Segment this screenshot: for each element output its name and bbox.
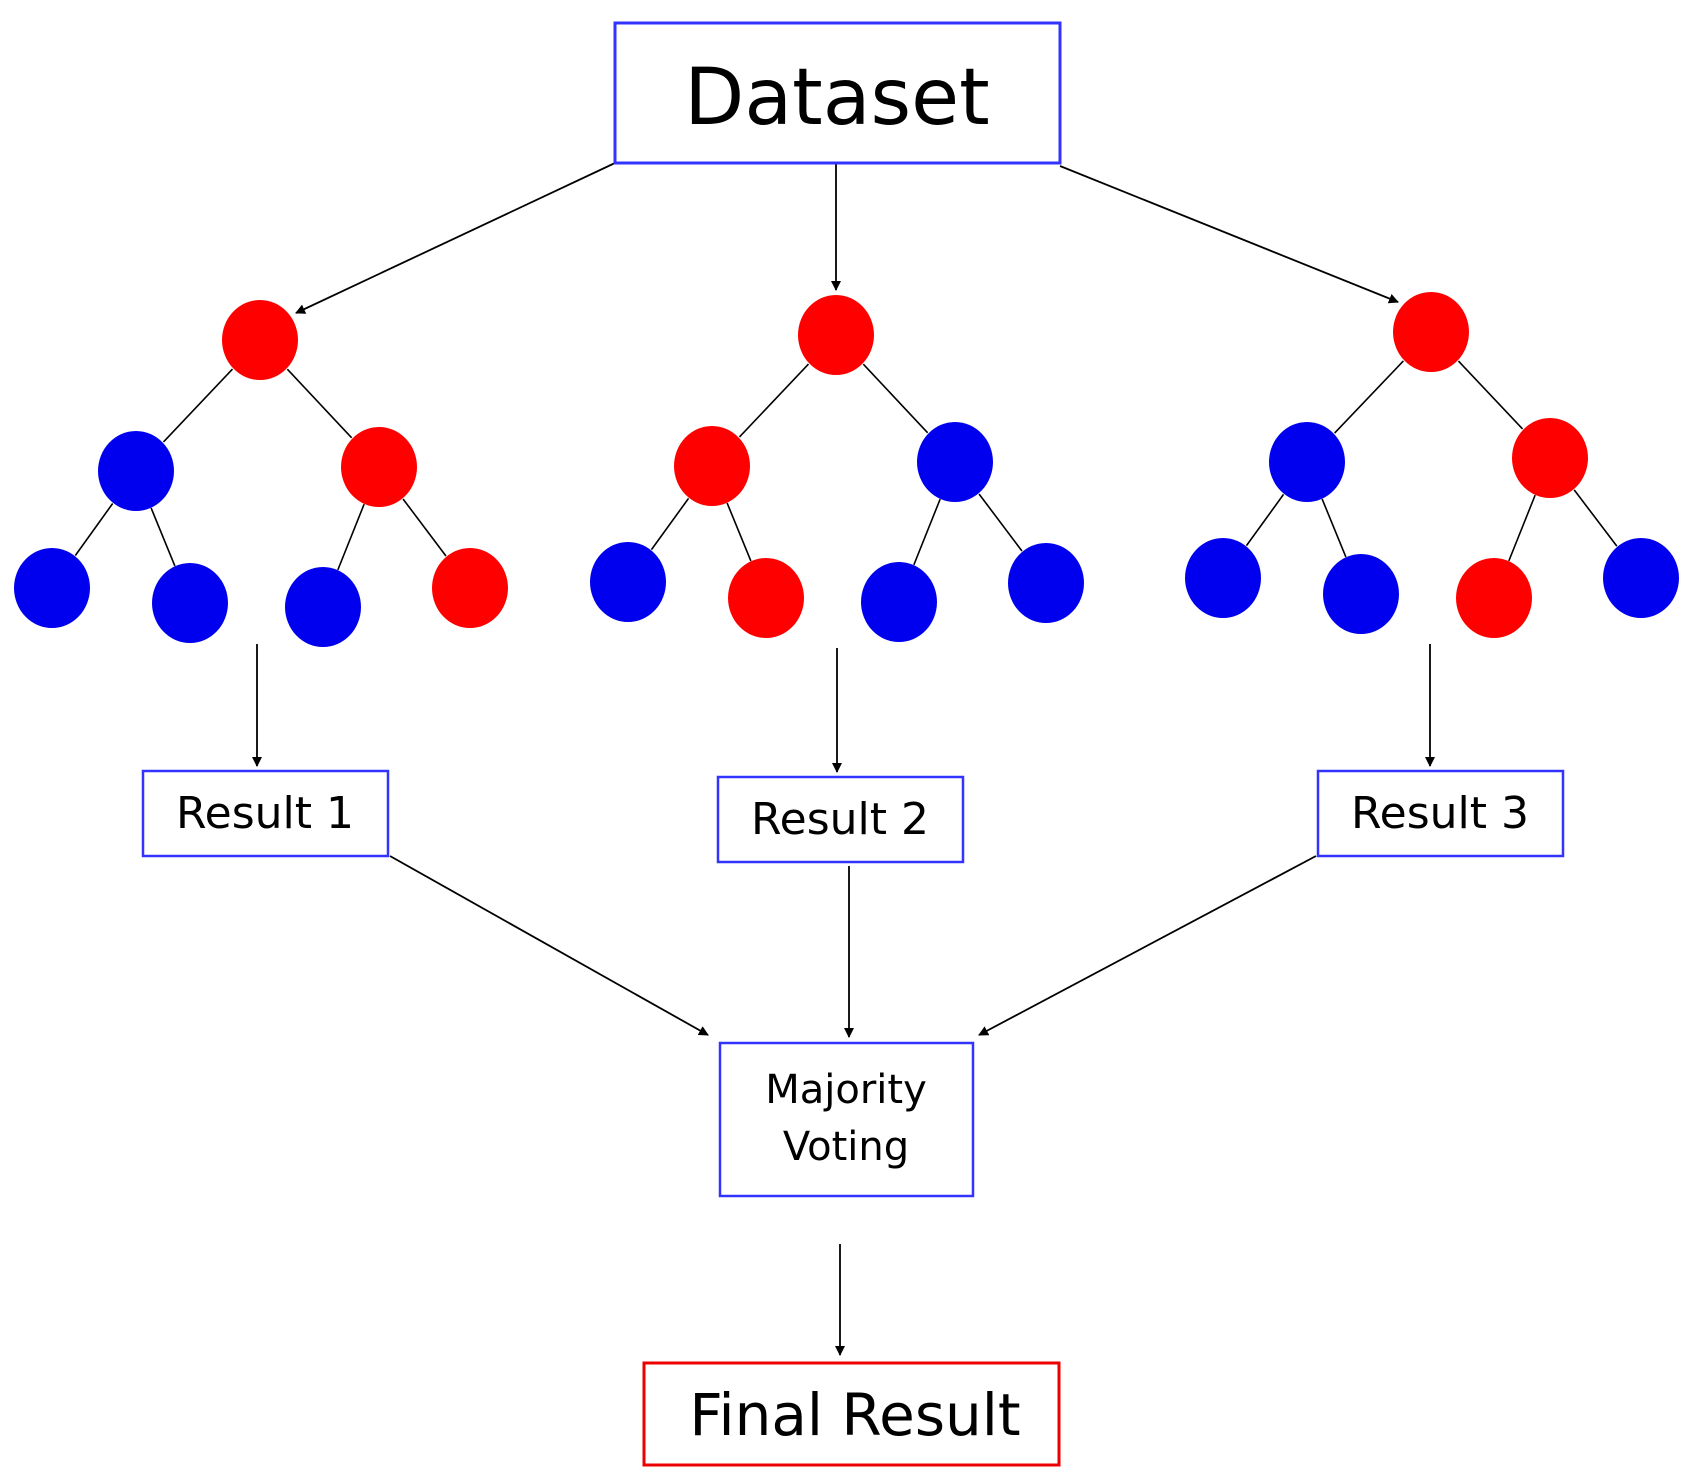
result-2-box: Result 2 [716,775,965,864]
tree-1-leaf-node [152,563,228,643]
tree-1-root-node [222,300,298,380]
tree-2-leaf-node [728,558,804,638]
arrow-dataset-to-tree-1 [295,162,616,314]
majority-voting-box-border [718,1041,975,1198]
tree-3-edge [1573,489,1618,547]
tree-edges [74,360,1618,571]
tree-1-leaf-node [14,548,90,628]
tree-3-leaf-node [1456,558,1532,638]
arrow-result-3-to-voting [978,855,1317,1036]
tree-3-edge [1457,360,1524,430]
majority-voting-label-line2: Voting [783,1124,909,1170]
dataset-box: Dataset [613,21,1062,165]
result-3-box-border [1316,769,1565,858]
arrow-dataset-to-tree-3 [1059,165,1399,304]
majority-voting-label-line1: Majority [765,1067,927,1113]
tree-3-root-node [1393,292,1469,372]
tree-2-branch-node [917,422,993,502]
arrows [252,162,1435,1356]
tree-3-edge [1245,493,1285,547]
tree-2-leaf-node [590,542,666,622]
tree-3-edge [1334,360,1404,434]
tree-2-edge [738,363,810,438]
tree-2-edge [650,497,690,551]
result-2-box-border [716,775,965,864]
tree-3-leaf-node [1323,554,1399,634]
final-result-box-border [642,1361,1061,1467]
tree-2-edge [913,498,941,566]
tree-3-edge [1321,498,1347,558]
tree-2-edge [978,493,1023,552]
tree-2-leaf-node [861,562,937,642]
tree-3-leaf-node [1603,538,1679,618]
tree-2-edge [862,363,929,434]
tree-3-branch-node [1269,422,1345,502]
dataset-box-border [613,21,1062,165]
result-3-label: Result 3 [1351,788,1529,839]
tree-1-edge [150,507,176,567]
dataset-label: Dataset [684,53,989,143]
tree-3-branch-node [1512,418,1588,498]
result-1-label: Result 1 [176,788,354,839]
final-result-label: Final Result [689,1381,1020,1449]
tree-2-leaf-node [1008,543,1084,623]
tree-1-leaf-node [432,548,508,628]
result-3-box: Result 3 [1316,769,1565,858]
result-1-box-border [141,769,390,858]
tree-2-root-node [798,295,874,375]
final-result-box: Final Result [642,1361,1061,1467]
majority-voting-box: Majority Voting [718,1041,975,1198]
tree-3-edge [1508,494,1536,562]
tree-3-leaf-node [1185,538,1261,618]
result-2-label: Result 2 [751,794,929,845]
tree-1-branch-node [341,427,417,507]
tree-1-edge [337,503,365,571]
tree-2-edge [726,502,752,562]
tree-1-edge [402,498,447,557]
tree-2-branch-node [674,426,750,506]
tree-nodes [14,292,1679,647]
tree-1-edge [286,368,353,439]
result-1-box: Result 1 [141,769,390,858]
tree-1-leaf-node [285,567,361,647]
tree-1-branch-node [98,431,174,511]
tree-1-edge [74,503,114,556]
arrow-result-1-to-voting [389,855,709,1036]
tree-1-edge [162,368,234,443]
